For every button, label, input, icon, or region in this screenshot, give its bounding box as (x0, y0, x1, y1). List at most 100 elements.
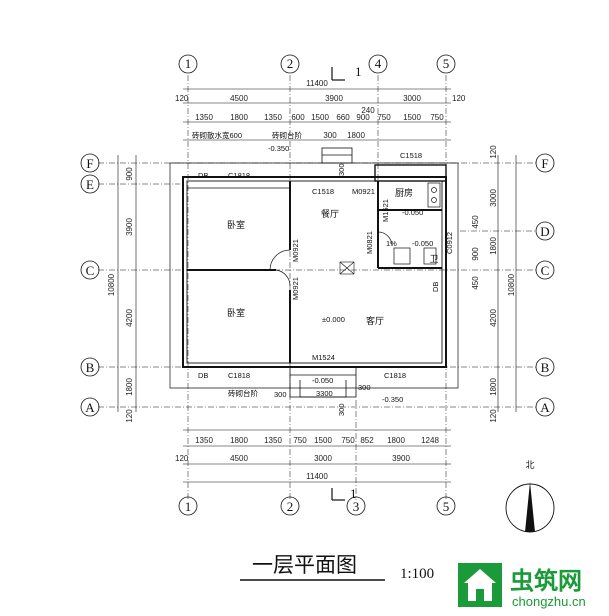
label-300-entry: 300 (337, 403, 346, 416)
dim-right-total: 10800 (507, 273, 516, 296)
axis-bubbles (80, 54, 555, 516)
level-outside: -0.350 (382, 395, 403, 404)
dim-right-2: 450 (471, 215, 480, 229)
dim-bot-r1-7: 1800 (387, 436, 405, 445)
label-300-dining: 300 (337, 163, 346, 176)
axis-grid-lines (98, 75, 536, 500)
interior-walls (187, 181, 442, 363)
dim-top-r2-4: 1500 (311, 113, 329, 122)
dim-bot-r1-0: 1350 (195, 436, 213, 445)
top-dimension-lines (183, 88, 451, 141)
dim-bot-r1-3: 750 (293, 436, 307, 445)
axis-top-2: 2 (287, 56, 294, 71)
window-c1818-top: C1818 (228, 171, 250, 180)
door-m0921-low: M0921 (291, 277, 300, 300)
dim-right-0: 120 (489, 145, 498, 159)
dim-left-3: 1800 (125, 378, 134, 396)
dim-right-8: 120 (489, 409, 498, 423)
axis-top-1: 1 (185, 56, 192, 71)
level-kitchen: -0.050 (402, 208, 423, 217)
level-living: ±0.000 (322, 315, 345, 324)
section-number-bottom: 1 (350, 486, 357, 501)
room-living: 客厅 (366, 315, 384, 327)
section-marker (331, 67, 345, 501)
dim-top-r1-3: 3000 (403, 94, 421, 103)
dim-left-0: 900 (125, 167, 134, 181)
room-toilet: 卫 (429, 255, 438, 265)
room-bedroom-1: 卧室 (227, 219, 245, 231)
label-db-top: DB (198, 171, 208, 180)
dim-top-extra-240: 240 (361, 106, 375, 115)
dim-top-r2-0: 1350 (195, 113, 213, 122)
bottom-dimension-lines (183, 429, 451, 483)
door-m1524: M1524 (312, 353, 335, 362)
room-kitchen: 厨房 (395, 187, 413, 199)
axis-left-e: E (86, 177, 94, 192)
dim-top-extra-300: 300 (323, 131, 337, 140)
dim-bot-r2-2: 3000 (314, 454, 332, 463)
section-number-top: 1 (355, 64, 362, 79)
label-steps-top: 砖砌台阶 (272, 130, 302, 140)
door-m0921-mid: M0921 (291, 239, 300, 262)
dim-bot-r2-0: 120 (175, 454, 189, 463)
axis-top-4: 4 (375, 56, 382, 71)
axis-left-a: A (85, 400, 95, 415)
watermark-logo (458, 563, 502, 607)
dim-bot-r1-6: 852 (360, 436, 374, 445)
dim-right-1: 3000 (489, 189, 498, 207)
door-m0921-top: M0921 (352, 187, 375, 196)
label-300-right: 300 (358, 383, 371, 392)
dim-top-r2-8: 1500 (403, 113, 421, 122)
entrance-steps (289, 366, 357, 398)
dim-bot-r1-1: 1800 (230, 436, 248, 445)
dim-top-r2-1: 1800 (230, 113, 248, 122)
dim-bot-r2-3: 3900 (392, 454, 410, 463)
window-c1518-top: C1518 (400, 151, 422, 160)
dim-bot-r1-5: 750 (341, 436, 355, 445)
drawing-scale: 1:100 (400, 566, 434, 582)
label-slope: 1% (386, 239, 397, 248)
label-300-left: 300 (274, 390, 287, 399)
dim-left-4: 120 (125, 409, 134, 423)
dim-top-r2-6: 900 (356, 113, 370, 122)
dim-top-r2-2: 1350 (264, 113, 282, 122)
axis-left-c: C (86, 263, 95, 278)
watermark-url: chongzhu.cn (512, 594, 586, 609)
apron-outline (169, 162, 459, 389)
dim-right-3: 1800 (489, 237, 498, 255)
dim-left-total: 10800 (107, 273, 116, 296)
label-steps-bottom: 砖砌台阶 (228, 388, 258, 398)
door-m1521: M1521 (381, 199, 390, 222)
axis-bottom-2: 2 (287, 499, 294, 514)
dim-right-4: 900 (471, 247, 480, 261)
dim-right-5: 450 (471, 276, 480, 290)
dim-top-extra-1800: 1800 (347, 131, 365, 140)
axis-right-f: F (541, 156, 548, 171)
window-c0912: C0912 (445, 232, 454, 254)
dim-left-1: 3900 (125, 218, 134, 236)
dim-right-6: 4200 (489, 309, 498, 327)
room-dining: 餐厅 (321, 208, 339, 220)
dim-top-total: 11400 (306, 79, 328, 88)
room-bedroom-2: 卧室 (227, 307, 245, 319)
dim-bot-r1-2: 1350 (264, 436, 282, 445)
dim-top-r2-5: 660 (336, 113, 350, 122)
label-db-right: DB (431, 282, 440, 292)
axis-bottom-3: 3 (353, 499, 360, 514)
label-apron: 砖砌散水宽600 (192, 130, 242, 140)
dim-top-r1-2: 3900 (325, 94, 343, 103)
watermark-name: 虫筑网 (510, 566, 582, 595)
dim-top-r2-9: 750 (430, 113, 444, 122)
axis-top-5: 5 (443, 56, 450, 71)
label-db-bottom: DB (198, 371, 208, 380)
level-top: -0.350 (268, 144, 289, 153)
dim-top-r1-4: 120 (452, 94, 466, 103)
axis-right-a: A (540, 400, 550, 415)
dim-top-r1-1: 4500 (230, 94, 248, 103)
axis-right-b: B (541, 360, 550, 375)
north-label: 北 (525, 460, 534, 471)
dim-bot-r2-1: 4500 (230, 454, 248, 463)
door-m0821: M0821 (365, 231, 374, 254)
dim-bot-r1-8: 1248 (421, 436, 439, 445)
